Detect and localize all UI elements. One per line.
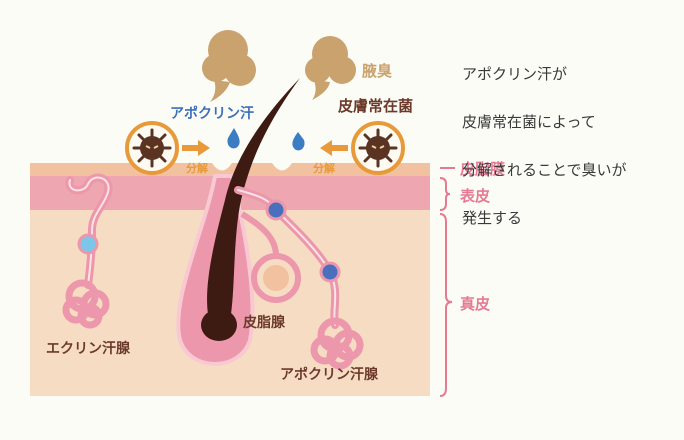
odor-cloud-left <box>202 30 256 102</box>
apocrine-gland-coil <box>310 317 364 370</box>
callout-line: 発生する <box>462 209 523 227</box>
sebum-film-layer <box>30 163 430 176</box>
odor-cloud-right <box>305 36 356 100</box>
resident-bacteria-label: 皮膚常在菌 <box>338 97 414 115</box>
apocrine-sweat-label: アポクリン汗 <box>170 106 254 122</box>
decompose-left-label: 分解 <box>186 162 208 175</box>
apocrine-duct-node-upper <box>265 199 287 221</box>
hair-bulb <box>201 309 237 341</box>
pore-left <box>212 163 232 171</box>
callout-line: アポクリン汗が <box>462 65 568 83</box>
sebaceous-gland-core <box>263 265 289 291</box>
callout-line: 分解されることで臭いが <box>462 161 627 179</box>
sebaceous-gland-label: 皮脂腺 <box>243 315 285 331</box>
apocrine-duct-lumen <box>237 189 337 326</box>
sebaceous-duct <box>240 211 279 257</box>
callout-line: 皮膚常在菌によって <box>462 113 596 131</box>
sweat-drop-left <box>227 128 240 149</box>
apocrine-gland-label: アポクリン汗腺 <box>280 367 378 383</box>
bacteria-left <box>125 121 179 175</box>
hair-shaft <box>207 78 300 330</box>
explanation-callout: アポクリン汗が 皮膚常在菌によって 分解されることで臭いが 発生する <box>462 38 627 254</box>
decompose-right-label: 分解 <box>313 162 335 175</box>
bacteria-right <box>351 121 405 175</box>
arrow-right-to-drop <box>320 140 348 156</box>
axillary-odor-label: 腋臭 <box>362 62 393 80</box>
eccrine-gland-coil <box>62 279 110 329</box>
apocrine-duct-node-lower <box>319 261 341 283</box>
epidermis-bracket <box>439 177 451 211</box>
eccrine-gland-label: エクリン汗腺 <box>46 341 130 357</box>
dermis-label: 真皮 <box>460 295 491 313</box>
eccrine-duct-node <box>77 233 99 255</box>
sweat-drop-right <box>292 132 305 151</box>
pore-right <box>272 163 292 171</box>
dermis-bracket <box>439 213 453 397</box>
sebum-film-label: 皮脂膜 <box>460 160 506 178</box>
arrow-left-to-drop <box>182 140 210 156</box>
epidermis-label: 表皮 <box>460 187 491 205</box>
